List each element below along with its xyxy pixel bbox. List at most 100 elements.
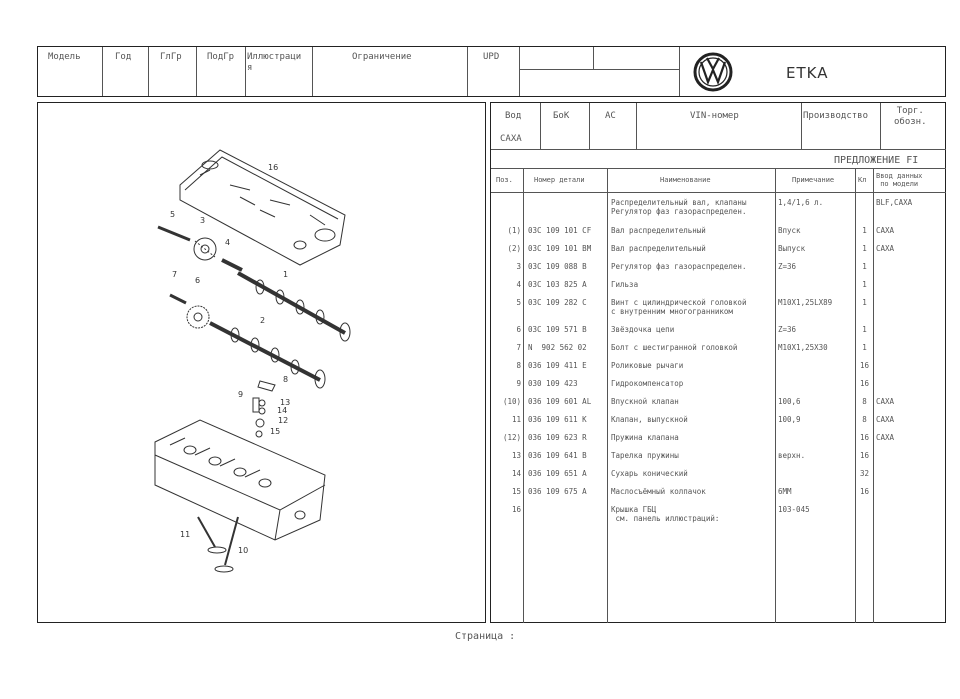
row-qty: 1 — [862, 298, 867, 307]
row-qty: 16 — [859, 451, 870, 460]
table-header-cell: Примечание — [792, 176, 835, 184]
row-note: Z=36 — [778, 325, 797, 334]
header-column-label: Модель — [48, 52, 81, 62]
row-note: 100,6 — [778, 397, 801, 406]
header-column-label: UPD — [483, 52, 500, 62]
row-model: CAXA — [876, 244, 895, 253]
info-column-label: Торг. обозн. — [894, 106, 927, 127]
row-position: 6 — [516, 325, 521, 334]
row-note: 100,9 — [778, 415, 801, 424]
row-model: CAXA — [876, 433, 895, 442]
callout-number: 4 — [225, 238, 230, 247]
callout-number: 6 — [195, 276, 200, 285]
row-qty: 8 — [862, 397, 867, 406]
row-name: Гидрокомпенсатор — [611, 379, 684, 388]
row-name: Винт с цилиндрической головкой с внутрен… — [611, 298, 747, 316]
row-part-number: 036 109 411 E — [528, 361, 587, 370]
callout-number: 9 — [238, 390, 243, 399]
row-position: 7 — [516, 343, 521, 352]
bod-value: CAXA — [500, 134, 522, 144]
row-qty: 32 — [859, 469, 870, 478]
row-position: 13 — [511, 451, 521, 460]
info-column-label: VIN-номер — [690, 111, 739, 121]
row-position: (12) — [502, 433, 521, 442]
row-name: Тарелка пружины — [611, 451, 679, 460]
row-part-number: 030 109 423 — [528, 379, 578, 388]
row-note: M10X1,25X30 — [778, 343, 828, 352]
illustration-panel — [37, 102, 486, 623]
row-part-number: 036 109 641 B — [528, 451, 587, 460]
row-part-number: 03C 109 101 CF — [528, 226, 592, 235]
callout-number: 12 — [278, 416, 288, 425]
row-position: 5 — [516, 298, 521, 307]
app-title: ETKA — [786, 64, 829, 82]
row-qty: 16 — [859, 487, 870, 496]
header-column-label: Иллюстраци я — [247, 52, 302, 73]
row-part-number: 03C 109 571 B — [528, 325, 587, 334]
row-model: BLF,CAXA — [876, 198, 913, 207]
row-qty: 1 — [862, 244, 867, 253]
row-name: Звёздочка цепи — [611, 325, 675, 334]
info-column-label: AC — [605, 111, 616, 121]
header-column-label: ПодГр — [207, 52, 235, 62]
row-note: Выпуск — [778, 244, 806, 253]
row-part-number: 03C 109 101 BM — [528, 244, 592, 253]
callout-number: 7 — [172, 270, 177, 279]
row-part-number: 036 109 611 K — [528, 415, 587, 424]
header-bar — [37, 46, 946, 97]
callout-number: 15 — [270, 427, 280, 436]
callout-number: 8 — [283, 375, 288, 384]
row-qty: 1 — [862, 343, 867, 352]
row-model: CAXA — [876, 415, 895, 424]
info-column-label: Вод — [505, 111, 522, 121]
row-name: Пружина клапана — [611, 433, 679, 442]
table-header-cell: Номер детали — [534, 176, 585, 184]
row-position: 14 — [511, 469, 521, 478]
row-qty: 16 — [859, 379, 870, 388]
row-name: Впускной клапан — [611, 397, 679, 406]
row-position: 3 — [516, 262, 521, 271]
row-position: 15 — [511, 487, 521, 496]
row-part-number: 03C 103 825 A — [528, 280, 587, 289]
row-note: верхн. — [778, 451, 806, 460]
row-qty: 8 — [862, 415, 867, 424]
info-column-label: БоК — [553, 111, 570, 121]
table-header-cell: Поз. — [496, 176, 513, 184]
row-qty: 1 — [862, 325, 867, 334]
header-column-label: Ограничение — [352, 52, 412, 62]
row-qty: 1 — [862, 262, 867, 271]
row-position: 11 — [511, 415, 521, 424]
vw-logo-icon — [693, 52, 733, 92]
table-header-cell: Кл — [858, 176, 867, 184]
proposal-title: ПРЕДЛОЖЕНИЕ FI — [834, 155, 919, 166]
callout-number: 11 — [180, 530, 190, 539]
row-name: Клапан, выпускной — [611, 415, 688, 424]
row-name: Роликовые рычаги — [611, 361, 684, 370]
row-name: Крышка ГБЦ см. панель иллюстраций: — [611, 505, 720, 523]
callout-number: 1 — [283, 270, 288, 279]
callout-number: 5 — [170, 210, 175, 219]
row-name: Распределительный вал, клапаны Регулятор… — [611, 198, 747, 216]
row-part-number: 03C 109 088 B — [528, 262, 587, 271]
row-model: CAXA — [876, 397, 895, 406]
callout-number: 16 — [268, 163, 278, 172]
info-panel — [490, 102, 946, 623]
info-column-label: Производство — [803, 111, 869, 121]
row-name: Вал распределительный — [611, 226, 706, 235]
row-position: (1) — [507, 226, 521, 235]
row-name: Маслосъёмный колпачок — [611, 487, 706, 496]
callout-number: 10 — [238, 546, 248, 555]
callout-number: 14 — [277, 406, 287, 415]
row-position: 4 — [516, 280, 521, 289]
row-note: Z=36 — [778, 262, 797, 271]
row-name: Регулятор фаз газораспределен. — [611, 262, 747, 271]
row-model: CAXA — [876, 226, 895, 235]
row-part-number: 03C 109 282 C — [528, 298, 587, 307]
row-note: 103-045 — [778, 505, 810, 514]
row-part-number: 036 109 601 AL — [528, 397, 592, 406]
row-name: Вал распределительный — [611, 244, 706, 253]
row-position: 9 — [516, 379, 521, 388]
row-position: (10) — [502, 397, 521, 406]
row-name: Сухарь конический — [611, 469, 688, 478]
row-part-number: 036 109 651 A — [528, 469, 587, 478]
